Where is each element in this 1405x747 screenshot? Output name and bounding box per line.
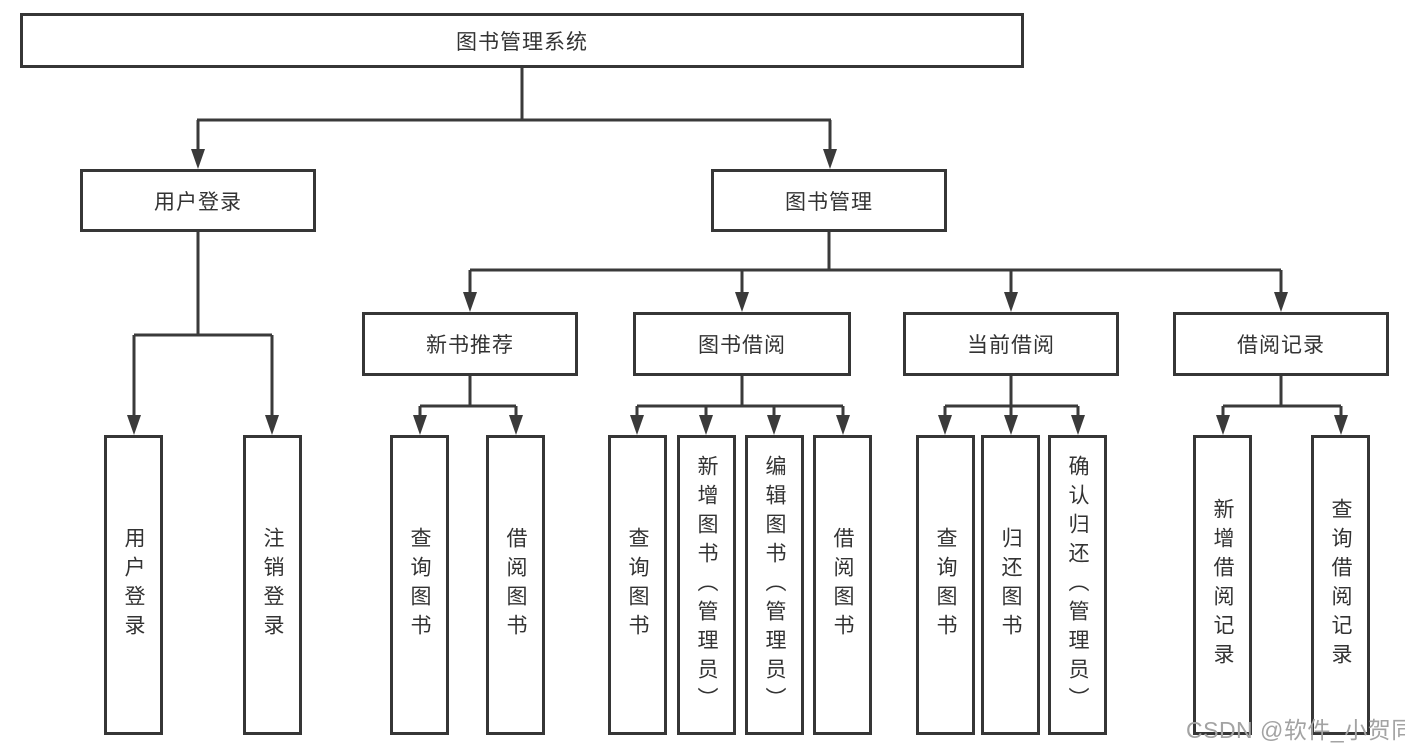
leaf-confirm-return-admin-label: 确认归还（管理员） [1066,454,1089,716]
leaf-query-books-current-label: 查询图书 [934,527,957,643]
leaf-add-books-admin-label: 新增图书（管理员） [695,454,718,716]
csdn-watermark: CSDN @软件_小贺同学 [1186,717,1405,743]
leaf-query-books-current: 查询图书 [916,435,975,735]
leaf-user-login-label: 用户登录 [122,527,145,643]
leaf-borrow-books-label: 借阅图书 [831,527,854,643]
node-borrowing-records: 借阅记录 [1173,312,1389,376]
leaf-query-books-recommend-label: 查询图书 [408,527,431,643]
leaf-borrow-books: 借阅图书 [813,435,872,735]
node-user-login-label: 用户登录 [154,190,242,214]
leaf-user-login: 用户登录 [104,435,163,735]
node-book-management: 图书管理 [711,169,947,232]
leaf-borrow-books-recommend: 借阅图书 [486,435,545,735]
leaf-edit-books-admin-label: 编辑图书（管理员） [763,454,786,716]
node-new-book-recommend-label: 新书推荐 [426,334,514,357]
leaf-return-books-label: 归还图书 [999,527,1022,643]
leaf-query-borrow-record-label: 查询借阅记录 [1329,498,1352,672]
leaf-query-borrow-record: 查询借阅记录 [1311,435,1370,735]
leaf-query-books-recommend: 查询图书 [390,435,449,735]
connector-new-book-recommend [413,376,523,435]
node-book-borrowing: 图书借阅 [633,312,851,376]
leaf-add-borrow-record-label: 新增借阅记录 [1211,498,1234,672]
connector-current-borrowing [938,376,1085,435]
leaf-add-borrow-record: 新增借阅记录 [1193,435,1252,735]
connector-user-login-branch [127,232,279,435]
node-user-login: 用户登录 [80,169,316,232]
leaf-edit-books-admin: 编辑图书（管理员） [745,435,804,735]
leaf-query-books-borrowing: 查询图书 [608,435,667,735]
leaf-query-books-borrowing-label: 查询图书 [626,527,649,643]
node-new-book-recommend: 新书推荐 [362,312,578,376]
node-root-label: 图书管理系统 [456,30,588,54]
leaf-confirm-return-admin: 确认归还（管理员） [1048,435,1107,735]
connector-root-to-level2 [191,68,837,169]
node-book-management-label: 图书管理 [785,190,873,214]
node-borrowing-records-label: 借阅记录 [1237,334,1325,357]
leaf-borrow-books-recommend-label: 借阅图书 [504,527,527,643]
node-current-borrowing-label: 当前借阅 [967,334,1055,357]
connector-borrowing-records [1216,376,1348,435]
leaf-logout-label: 注销登录 [261,527,284,643]
node-current-borrowing: 当前借阅 [903,312,1119,376]
connector-book-borrowing [630,376,850,435]
leaf-return-books: 归还图书 [981,435,1040,735]
leaf-add-books-admin: 新增图书（管理员） [677,435,736,735]
leaf-logout: 注销登录 [243,435,302,735]
node-book-borrowing-label: 图书借阅 [698,334,786,357]
node-root-system: 图书管理系统 [20,13,1024,68]
connector-book-mgmt-to-level3 [463,232,1288,312]
